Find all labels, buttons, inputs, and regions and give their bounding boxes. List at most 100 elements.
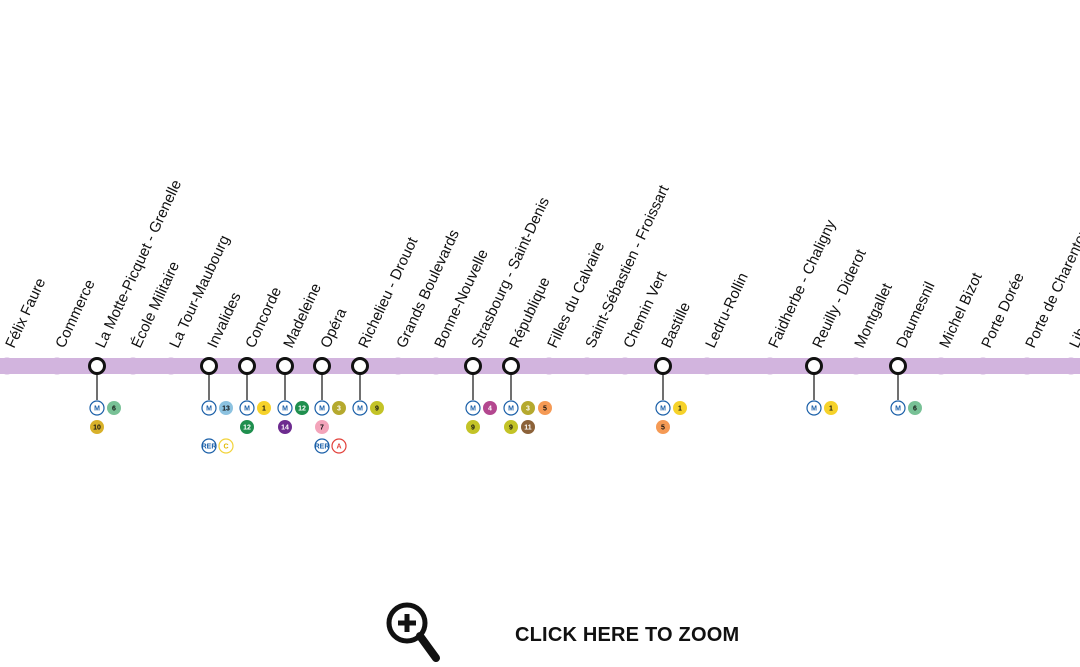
station-label: Concorde bbox=[242, 285, 285, 351]
badge-text: 3 bbox=[526, 406, 530, 413]
station-label: Commerce bbox=[52, 277, 98, 351]
badge-text: 1 bbox=[262, 406, 266, 413]
metro-icon: M bbox=[89, 400, 105, 416]
interchange-station-marker bbox=[313, 357, 331, 375]
line-badge: 1 bbox=[824, 401, 838, 415]
badge-circle bbox=[890, 400, 906, 416]
metro-icon: M bbox=[352, 400, 368, 416]
badge-text: 10 bbox=[93, 425, 101, 432]
station-label: Félix Faure bbox=[2, 276, 49, 351]
badge-circle bbox=[257, 401, 271, 415]
badge-text: 6 bbox=[913, 406, 917, 413]
badge-circle bbox=[240, 420, 254, 434]
badge-text: M bbox=[357, 406, 363, 413]
badge-circle bbox=[218, 438, 234, 454]
line-badge: 11 bbox=[521, 420, 535, 434]
badge-text: M bbox=[470, 406, 476, 413]
station-marker bbox=[162, 357, 180, 375]
badge-circle bbox=[483, 401, 497, 415]
line-badge: A bbox=[331, 438, 347, 454]
station-marker bbox=[0, 357, 16, 375]
badge-text: 12 bbox=[298, 406, 306, 413]
station-marker bbox=[932, 357, 950, 375]
metro-icon: M bbox=[277, 400, 293, 416]
badge-circle bbox=[673, 401, 687, 415]
metro-icon: M bbox=[890, 400, 906, 416]
badge-text: M bbox=[282, 406, 288, 413]
rer-icon: RER bbox=[314, 438, 330, 454]
station-label: Porte Dorée bbox=[978, 270, 1028, 350]
line-badge: 1 bbox=[257, 401, 271, 415]
badge-circle bbox=[201, 438, 217, 454]
line-badge: 13 bbox=[219, 401, 233, 415]
badge-circle bbox=[504, 420, 518, 434]
badge-circle bbox=[908, 401, 922, 415]
interchange-station-marker bbox=[351, 357, 369, 375]
station-label: Daumesnil bbox=[893, 279, 938, 350]
line-badge: 9 bbox=[504, 420, 518, 434]
badge-text: M bbox=[319, 406, 325, 413]
station-marker bbox=[616, 357, 634, 375]
interchange-station-marker bbox=[502, 357, 520, 375]
metro-icon: M bbox=[465, 400, 481, 416]
badge-circle bbox=[521, 420, 535, 434]
interchange-station-marker bbox=[464, 357, 482, 375]
line-badge: 9 bbox=[370, 401, 384, 415]
badge-circle bbox=[332, 401, 346, 415]
interchange-station-marker bbox=[805, 357, 823, 375]
badge-text: M bbox=[895, 406, 901, 413]
line-badge: 7 bbox=[315, 420, 329, 434]
station-marker bbox=[698, 357, 716, 375]
zoom-label[interactable]: CLICK HERE TO ZOOM bbox=[515, 624, 740, 646]
station-label: Opéra bbox=[317, 305, 350, 351]
metro-icon: M bbox=[314, 400, 330, 416]
line-badge: 5 bbox=[538, 401, 552, 415]
badge-text: 3 bbox=[337, 406, 341, 413]
station-label: Invalides bbox=[204, 290, 244, 351]
station-label: Montgallet bbox=[851, 280, 896, 351]
station-marker bbox=[847, 357, 865, 375]
badge-text: RER bbox=[202, 444, 217, 451]
badge-text: 12 bbox=[243, 425, 251, 432]
metro-icon: M bbox=[201, 400, 217, 416]
line-track bbox=[0, 358, 1080, 374]
zoom-control[interactable]: CLICK HERE TO ZOOM bbox=[384, 600, 804, 664]
badge-circle bbox=[201, 400, 217, 416]
station-marker bbox=[48, 357, 66, 375]
badge-circle bbox=[278, 420, 292, 434]
line-badge: 10 bbox=[90, 420, 104, 434]
station-marker bbox=[124, 357, 142, 375]
badge-text: M bbox=[244, 406, 250, 413]
station-marker bbox=[1062, 357, 1080, 375]
line-badge: 4 bbox=[483, 401, 497, 415]
badge-text: A bbox=[336, 444, 341, 451]
badge-text: 13 bbox=[222, 406, 230, 413]
station-marker bbox=[761, 357, 779, 375]
line-badge: 6 bbox=[107, 401, 121, 415]
magnifier-plus-icon[interactable] bbox=[384, 600, 444, 664]
badge-text: 5 bbox=[543, 406, 547, 413]
badge-circle bbox=[219, 401, 233, 415]
line-badge: 3 bbox=[521, 401, 535, 415]
interchange-station-marker bbox=[276, 357, 294, 375]
badge-circle bbox=[107, 401, 121, 415]
station-label: Michel Bizot bbox=[936, 269, 986, 350]
badge-text: 14 bbox=[281, 425, 289, 432]
badge-circle bbox=[89, 400, 105, 416]
station-marker bbox=[578, 357, 596, 375]
line-badge: 14 bbox=[278, 420, 292, 434]
badge-circle bbox=[466, 420, 480, 434]
badge-text: 11 bbox=[524, 425, 532, 432]
station-label: Liberté bbox=[1066, 302, 1080, 351]
badge-text: 4 bbox=[488, 406, 492, 413]
badge-circle bbox=[655, 400, 671, 416]
metro-icon: M bbox=[239, 400, 255, 416]
badge-circle bbox=[314, 400, 330, 416]
station-marker bbox=[389, 357, 407, 375]
line-badge: 1 bbox=[673, 401, 687, 415]
station-label: Bastille bbox=[658, 300, 694, 351]
badge-text: C bbox=[223, 444, 228, 451]
metro-icon: M bbox=[655, 400, 671, 416]
interchange-station-marker bbox=[654, 357, 672, 375]
